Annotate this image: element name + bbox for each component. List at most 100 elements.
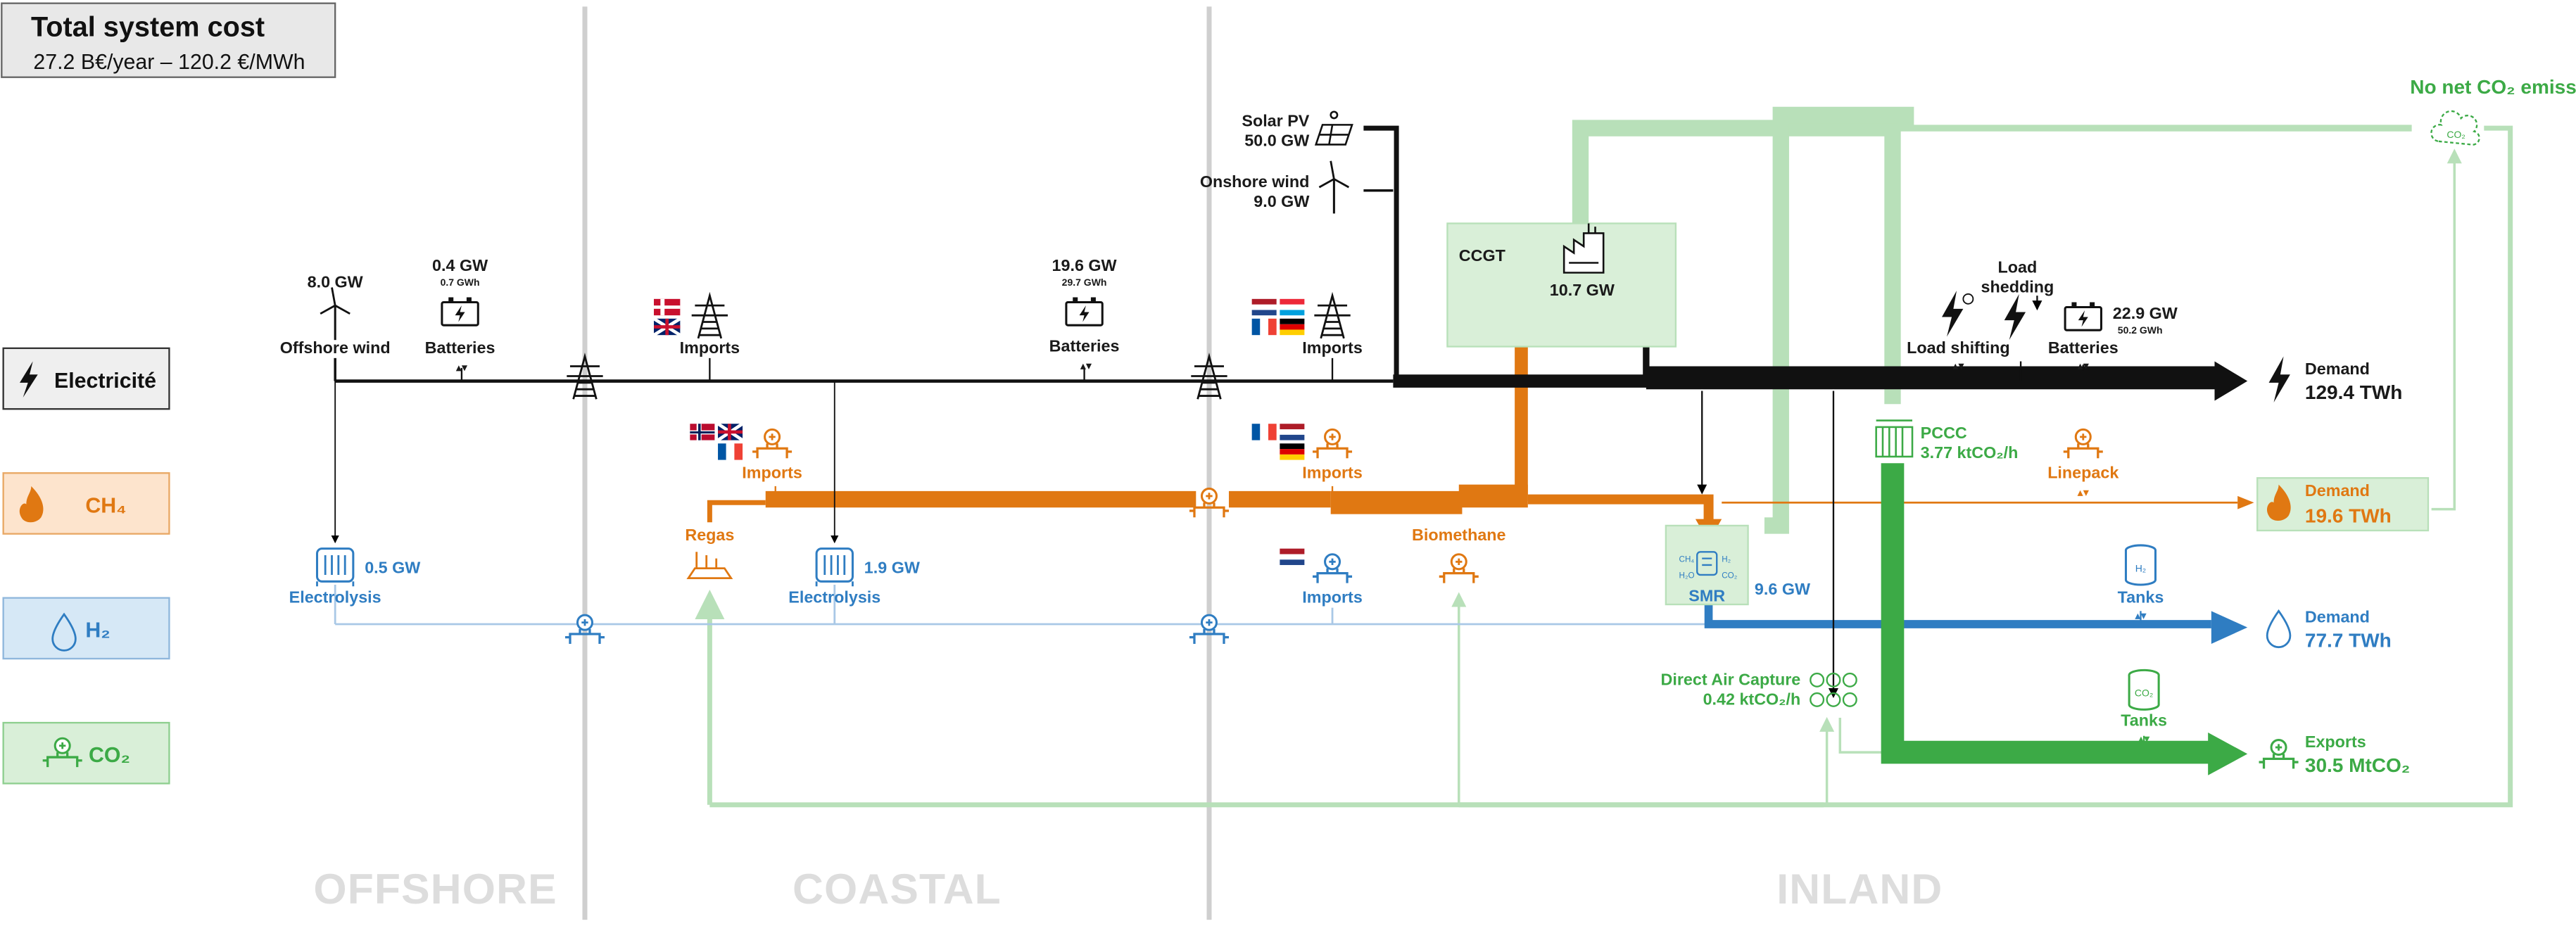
battery-icon xyxy=(441,296,479,327)
wind-turbine-icon xyxy=(319,286,351,341)
offshore-electrolysis-value: 0.5 GW xyxy=(365,559,420,577)
svg-text:▴▾: ▴▾ xyxy=(1952,360,1964,372)
inland-load-shifting: Load shifting ▴▾ xyxy=(1907,291,2010,372)
svg-text:CO₂: CO₂ xyxy=(2446,129,2465,140)
electrolyser-icon xyxy=(315,547,355,588)
svg-text:▴▾: ▴▾ xyxy=(2135,609,2147,622)
h2-drop-icon xyxy=(2266,609,2292,649)
dac-label: Direct Air Capture xyxy=(1661,670,1801,688)
legend-h2-label: H₂ xyxy=(85,619,110,642)
flag-lu xyxy=(1280,298,1305,316)
pccc-label: PCCC xyxy=(1921,424,1967,442)
coastal-electrolysis-value: 1.9 GW xyxy=(864,559,920,577)
co2-network xyxy=(695,106,2513,808)
zone-label-inland: INLAND xyxy=(1776,865,1943,913)
inland-load-shedding: Load shedding xyxy=(1981,258,2054,341)
ch4-demand-label: Demand xyxy=(2305,481,2370,500)
battery-icon xyxy=(2064,300,2102,331)
h2-tanks-label: Tanks xyxy=(2118,588,2164,607)
coastal-electrolysis-label: Electrolysis xyxy=(788,588,880,607)
lightning-icon xyxy=(2004,293,2026,341)
inland-ch4-imports: Imports xyxy=(1251,424,1363,481)
inland-biomethane: Biomethane xyxy=(1412,526,1506,585)
inland-battery-energy: 50.2 GWh xyxy=(2118,324,2163,336)
solar-value: 50.0 GW xyxy=(1244,132,1309,150)
coastal-battery-energy: 29.7 GWh xyxy=(1062,277,1107,288)
wind-turbine-icon xyxy=(1318,160,1350,215)
h2-demand-label: Demand xyxy=(2305,608,2370,626)
dac-fan-icon xyxy=(1810,672,1857,707)
pipe-valve-icon xyxy=(1311,553,1353,585)
flag-nl xyxy=(1251,298,1277,316)
offshore-electrolysis: 0.5 GW Electrolysis xyxy=(289,547,420,607)
h2-drop-icon xyxy=(51,612,77,652)
pylon-icon xyxy=(690,294,729,340)
exports-co2: Exports 30.5 MtCO₂ xyxy=(2257,733,2410,776)
co2-cloud-icon xyxy=(2430,110,2480,146)
inland-h2-tanks: H₂ Tanks ▴▾ xyxy=(2118,544,2164,622)
load-shedding-label-1: Load xyxy=(1998,258,2038,276)
demand-h2: Demand 77.7 TWh xyxy=(2266,608,2392,652)
coastal-ch4-imports-label: Imports xyxy=(742,463,802,481)
legend-co2: CO₂ xyxy=(2,721,170,785)
electricity-network xyxy=(331,125,2248,699)
smr-reactor-icon xyxy=(1696,551,1718,576)
pylon-icon xyxy=(1313,294,1352,340)
flag-gb xyxy=(652,317,681,337)
inland-dac: Direct Air Capture 0.42 ktCO₂/h xyxy=(1661,670,1857,708)
h2-demand-value: 77.7 TWh xyxy=(2305,630,2392,652)
lightning-icon xyxy=(2268,356,2290,403)
inland-battery-value: 22.9 GW xyxy=(2113,304,2178,322)
offshore-batteries: 0.4 GW 0.7 GWh Batteries ▴▾ xyxy=(425,256,495,374)
svg-text:H₂O: H₂O xyxy=(1679,571,1695,581)
elec-demand-label: Demand xyxy=(2305,360,2370,378)
legend-electricity: Electricité xyxy=(2,347,170,410)
flag-fr xyxy=(1251,424,1277,441)
gas-plant-icon xyxy=(1562,223,1605,274)
ccgt-value: 10.7 GW xyxy=(1550,281,1615,299)
inland-h2-imports: Imports xyxy=(1280,548,1363,607)
ch4-demand-value: 19.6 TWh xyxy=(2305,505,2392,526)
linepack-label: Linepack xyxy=(2047,463,2119,481)
inland-battery-label: Batteries xyxy=(2048,338,2119,357)
coastal-regas-label: Regas xyxy=(685,526,734,544)
net-zero-label: No net CO₂ emissions xyxy=(2410,76,2576,98)
biomethane-label: Biomethane xyxy=(1412,526,1506,544)
onshore-wind-label: Onshore wind xyxy=(1200,172,1310,191)
offshore-battery-label: Batteries xyxy=(425,338,495,357)
legend-ch4-label: CH₄ xyxy=(85,494,126,517)
inland-ccgt: CCGT 10.7 GW xyxy=(1446,222,1677,348)
ch4-network xyxy=(707,239,2254,543)
zone-label-offshore: OFFSHORE xyxy=(313,865,557,913)
coastal-elec-imports: Imports xyxy=(652,294,740,357)
inland-pccc: PCCC 3.77 ktCO₂/h xyxy=(1875,419,2018,462)
coastal-regas: Regas xyxy=(685,526,734,580)
demand-ch4: Demand 19.6 TWh xyxy=(2256,477,2430,532)
net-zero: No net CO₂ emissions CO₂ xyxy=(2410,76,2576,146)
coastal-batteries: 19.6 GW 29.7 GWh Batteries ▴▾ xyxy=(1049,256,1120,372)
flag-fr xyxy=(1251,318,1277,336)
svg-text:H₂: H₂ xyxy=(1722,554,1731,564)
load-shedding-label-2: shedding xyxy=(1981,277,2054,296)
pipe-valve-icon xyxy=(2257,738,2300,771)
svg-text:▴▾: ▴▾ xyxy=(2078,486,2090,499)
co2-export-network xyxy=(1881,463,2248,775)
inland-smr: CH₄ H₂O H₂ CO₂ SMR 9.6 GW xyxy=(1665,524,1810,606)
inland-h2-imports-label: Imports xyxy=(1302,588,1363,607)
svg-text:H₂: H₂ xyxy=(2135,562,2147,573)
co2-exports-label: Exports xyxy=(2305,733,2366,751)
inland-co2-tanks: CO₂ Tanks ▴▾ xyxy=(2121,668,2167,745)
pipe-valve-icon xyxy=(1311,428,1353,460)
flame-icon xyxy=(2267,484,2291,521)
legend-electricity-label: Electricité xyxy=(54,369,156,393)
pipe-valve-icon xyxy=(1438,553,1480,585)
inland-elec-imports-label: Imports xyxy=(1302,338,1363,357)
total-cost-subtitle: 27.2 B€/year – 120.2 €/MWh xyxy=(33,51,305,74)
inland-solar: Solar PV 50.0 GW xyxy=(1242,110,1353,150)
offshore-wind-label: Offshore wind xyxy=(280,338,391,357)
flag-fr xyxy=(718,443,743,460)
flag-gb xyxy=(716,422,744,442)
flag-nl xyxy=(1280,548,1305,565)
pccc-icon xyxy=(1875,419,1914,458)
total-cost-box: Total system cost 27.2 B€/year – 120.2 €… xyxy=(1,2,336,78)
